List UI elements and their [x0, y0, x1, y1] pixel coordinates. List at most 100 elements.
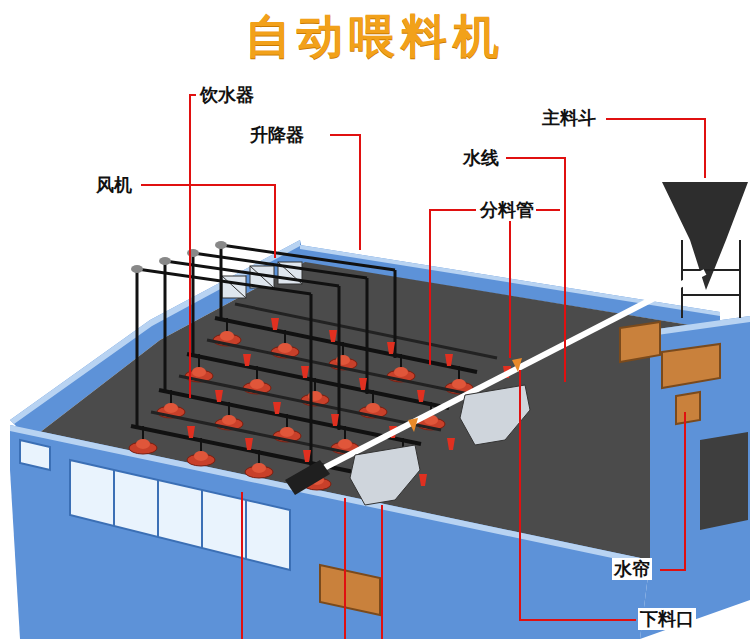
end-wall	[640, 316, 750, 639]
lifter-cable	[192, 253, 195, 354]
window-frame	[113, 470, 115, 526]
lifter-bar	[193, 253, 367, 278]
drinker	[303, 450, 311, 462]
feed-pipe	[320, 272, 705, 470]
drinker	[271, 318, 279, 330]
leader-line	[606, 119, 705, 178]
leader-line	[430, 210, 476, 365]
lifter-bar	[221, 245, 395, 270]
title: 自动喂料机	[0, 6, 750, 68]
lifter-winch	[187, 249, 199, 257]
feeder-drop	[344, 426, 346, 440]
lifter-winch	[131, 265, 143, 273]
lifter-bar	[165, 261, 339, 286]
feeder-cone	[394, 367, 408, 377]
pipe-end-cap	[285, 460, 330, 495]
window	[70, 460, 290, 570]
part-label: 分料管	[478, 199, 536, 221]
lifter-cable	[136, 269, 139, 426]
feeder-cone	[278, 343, 292, 353]
drop-outlet	[408, 418, 418, 432]
leader-line	[190, 95, 196, 398]
feeder-cone	[250, 379, 264, 389]
drinker	[329, 330, 337, 342]
feeder-cone	[136, 439, 150, 449]
leader-lines	[141, 95, 705, 639]
feeder-cone	[220, 331, 234, 341]
window	[320, 565, 380, 615]
lifter-cable	[164, 261, 167, 390]
hopper-stand	[682, 294, 740, 296]
lifter-cable	[366, 278, 369, 394]
feeder-drop	[458, 366, 460, 380]
drinker	[245, 438, 253, 450]
drinker	[419, 474, 427, 486]
front-wall	[10, 425, 650, 639]
part-label: 水线	[461, 147, 501, 169]
drinker	[331, 414, 339, 426]
drinker	[273, 402, 281, 414]
drinker	[301, 366, 309, 378]
hopper-stand	[739, 240, 741, 318]
fan	[222, 276, 246, 298]
window-frame	[245, 500, 247, 559]
water-curtain	[676, 392, 700, 424]
hopper-stand	[681, 240, 683, 318]
feeder-drop	[170, 390, 172, 404]
part-label: 风机	[94, 174, 134, 196]
leader-line	[241, 492, 243, 639]
drinker	[215, 390, 223, 402]
leader-line	[520, 370, 636, 620]
drinker	[387, 342, 395, 354]
leader-line	[141, 185, 275, 258]
drinker	[417, 390, 425, 402]
feeder-drop	[400, 354, 402, 368]
part-label: 主料斗	[540, 107, 598, 129]
feeder-drop	[200, 438, 202, 452]
feeder-cone	[280, 427, 294, 437]
lifter-cable	[338, 286, 341, 430]
leader-line	[660, 412, 685, 570]
feeder-drop	[372, 390, 374, 404]
feeder-drop	[198, 354, 200, 368]
feeder-drop	[284, 330, 286, 344]
feeder-cone	[192, 367, 206, 377]
feeder-drop	[226, 318, 228, 332]
window	[20, 440, 50, 470]
window	[662, 344, 720, 388]
drinker	[447, 438, 455, 450]
window-frame	[157, 480, 159, 537]
equipment	[129, 241, 511, 502]
part-label: 下料口	[638, 608, 696, 630]
drinker	[445, 354, 453, 366]
fan-grill	[222, 276, 246, 298]
leader-line	[381, 505, 383, 639]
lifter-winch	[215, 241, 227, 249]
feeder-drop	[286, 414, 288, 428]
feeder-cone	[222, 415, 236, 425]
part-label: 升降器	[248, 124, 306, 146]
lifter-cable	[310, 294, 313, 466]
leader-line	[330, 135, 360, 250]
leader-line	[506, 158, 565, 382]
feeder-cone	[338, 439, 352, 449]
hopper-stand	[682, 269, 740, 271]
drop-outlet	[512, 358, 522, 372]
feeder-cone	[164, 403, 178, 413]
feeder-cone	[452, 379, 466, 389]
feeder-cone	[252, 463, 266, 473]
feeder-cone	[194, 451, 208, 461]
end-door	[700, 432, 748, 530]
leader-line	[510, 210, 560, 358]
part-label: 水帘	[612, 558, 652, 580]
leader-line	[344, 498, 346, 639]
feeder-drop	[142, 426, 144, 440]
feeder-drop	[314, 378, 316, 392]
wall-top	[650, 316, 750, 336]
drinker	[187, 426, 195, 438]
feeder-drop	[228, 402, 230, 416]
feeder-drop	[342, 342, 344, 356]
drinker	[243, 354, 251, 366]
